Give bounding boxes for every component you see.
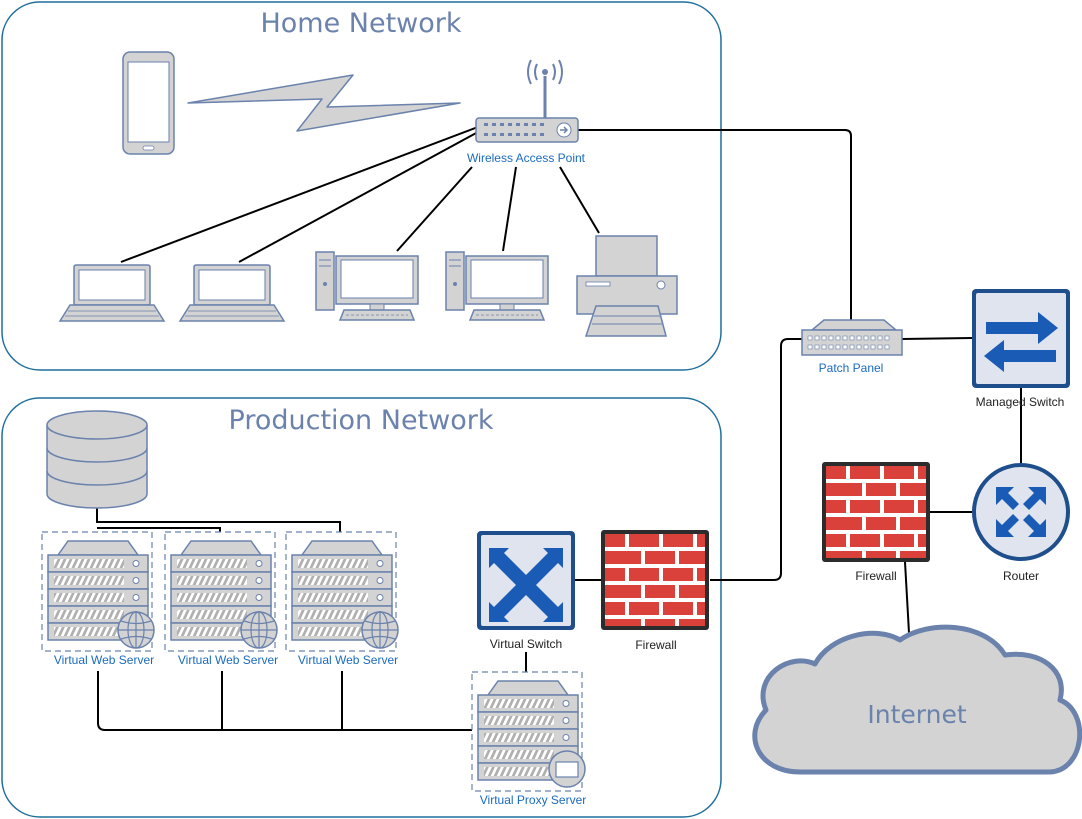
wireless-access-point-icon <box>475 59 579 143</box>
managed-switch-icon <box>972 289 1070 388</box>
virtual-web-server-3 <box>285 531 399 652</box>
patch-panel-icon <box>801 319 903 356</box>
internet-cloud-icon <box>752 624 1082 775</box>
wireless-link-icon <box>187 74 461 132</box>
virtual-web-server-1 <box>41 531 155 652</box>
firewall-icon <box>601 530 709 630</box>
smartphone-icon <box>122 51 175 155</box>
printer-icon <box>576 235 678 337</box>
firewall-label: Firewall <box>855 569 897 583</box>
desktop-computer-icon <box>315 251 419 321</box>
production-network-title: Production Network <box>228 405 494 436</box>
virtual-proxy-server <box>471 671 586 792</box>
virtual-web-server-label: Virtual Web Server <box>297 653 399 667</box>
virtual-switch-label: Virtual Switch <box>489 637 563 651</box>
laptop-icon <box>179 264 285 322</box>
laptop-icon <box>59 264 165 322</box>
virtual-web-server-label: Virtual Web Server <box>53 653 155 667</box>
patch-panel-label: Patch Panel <box>818 361 884 375</box>
router-icon <box>972 463 1070 561</box>
home-network-title: Home Network <box>260 8 462 39</box>
firewall-icon <box>822 462 930 562</box>
production-network-group <box>1 397 722 818</box>
virtual-web-server-label: Virtual Web Server <box>177 653 279 667</box>
wireless-access-point-label: Wireless Access Point <box>466 151 586 165</box>
database-icon <box>46 410 148 509</box>
connections <box>96 126 1022 731</box>
virtual-switch-icon <box>477 531 575 630</box>
desktop-computer-icon <box>445 251 549 321</box>
firewall-label: Firewall <box>635 638 677 652</box>
virtual-proxy-server-label: Virtual Proxy Server <box>479 793 587 807</box>
virtual-web-server-2 <box>164 531 278 652</box>
managed-switch-label: Managed Switch <box>975 395 1065 409</box>
internet-label: Internet <box>867 700 967 729</box>
home-network-group <box>1 1 722 371</box>
router-label: Router <box>1002 569 1040 583</box>
